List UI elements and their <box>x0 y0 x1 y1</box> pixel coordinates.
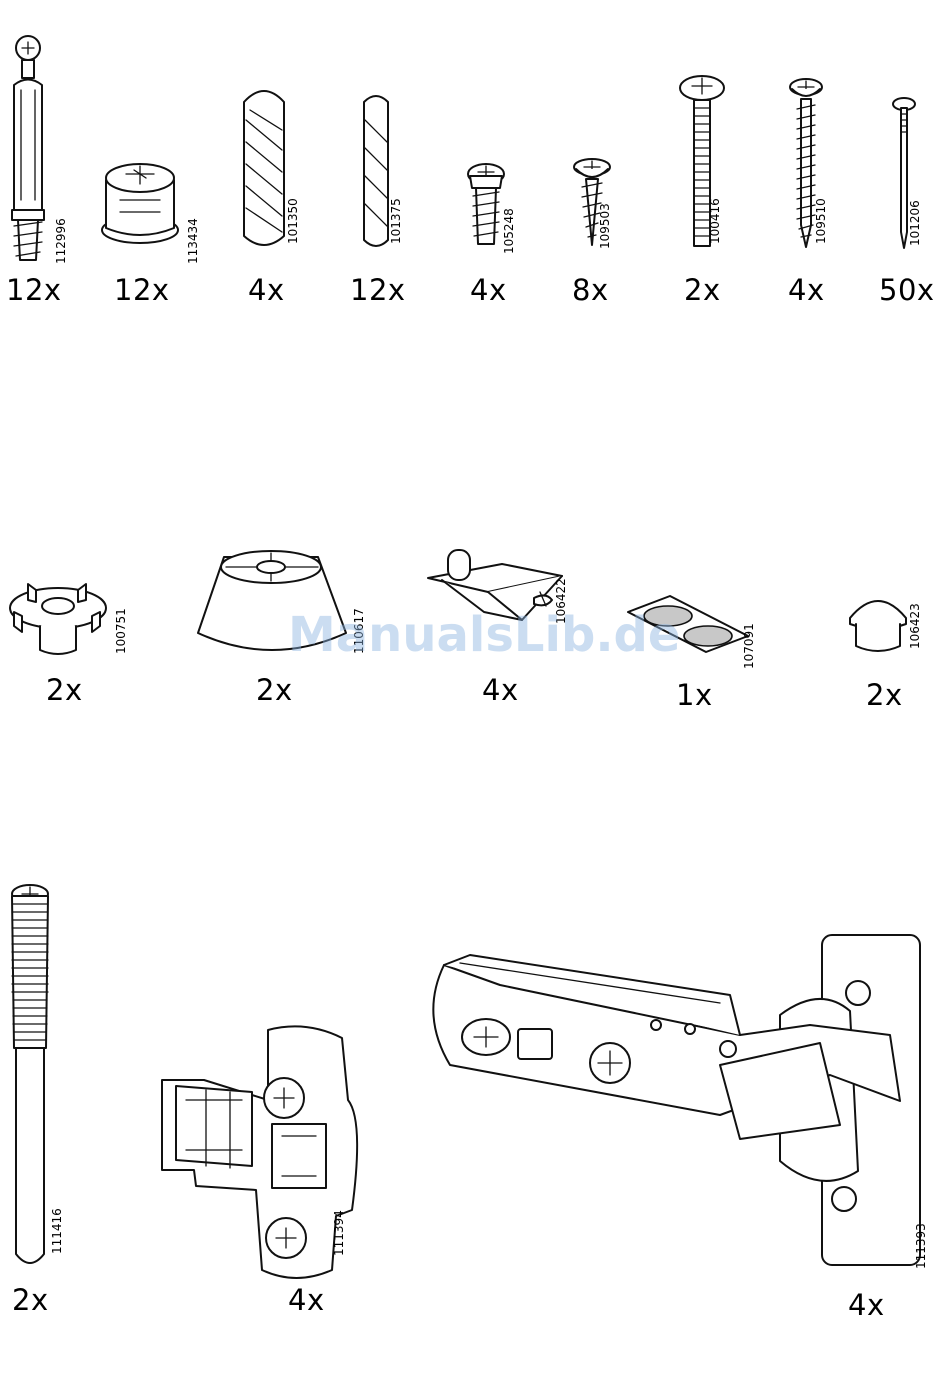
part-code: 111416 <box>50 1208 64 1254</box>
part-code: 109503 <box>598 203 612 249</box>
part-quantity: 2x <box>256 673 293 707</box>
part-code: 101350 <box>286 198 300 244</box>
part-code: 101206 <box>908 200 922 246</box>
part-quantity: 4x <box>482 673 519 707</box>
part-mounting-plate: 111394 4x <box>156 1020 376 1340</box>
part-nail: 101206 50x <box>876 92 950 310</box>
part-threaded-pin: 111416 2x <box>0 880 90 1340</box>
part-code: 112996 <box>54 218 68 264</box>
part-large-dowel: 101350 4x <box>236 80 316 310</box>
part-quantity: 4x <box>248 273 285 307</box>
part-quantity: 12x <box>114 273 170 307</box>
part-code: 109510 <box>814 198 828 244</box>
part-quantity: 4x <box>288 1283 325 1317</box>
t-nut-icon <box>0 560 120 660</box>
part-code: 100751 <box>114 608 128 654</box>
part-quantity: 1x <box>676 678 713 712</box>
part-code: 107091 <box>742 623 756 669</box>
part-quantity: 2x <box>12 1283 49 1317</box>
part-quantity: 4x <box>848 1288 885 1322</box>
part-long-wood-screw: 109510 4x <box>782 75 862 310</box>
part-code: 105248 <box>502 208 516 254</box>
part-small-dowel: 101375 12x <box>350 90 430 310</box>
hinge-icon <box>410 925 940 1275</box>
part-quantity: 4x <box>470 273 507 307</box>
part-code: 111393 <box>914 1223 928 1269</box>
part-cam-bolt: 112996 12x <box>0 30 80 310</box>
part-hinge: 111393 4x <box>410 925 950 1340</box>
part-code: 101375 <box>389 198 403 244</box>
part-euro-screw: 105248 4x <box>460 160 540 310</box>
machine-screw-icon <box>672 70 732 250</box>
watermark: ManualsLib.de <box>288 607 680 663</box>
part-code: 106423 <box>908 603 922 649</box>
part-code: 113434 <box>186 218 200 264</box>
part-quantity: 12x <box>350 273 406 307</box>
part-code: 100416 <box>708 198 722 244</box>
part-cover-cap: 106423 2x <box>840 590 950 720</box>
part-quantity: 50x <box>879 273 935 307</box>
part-quantity: 4x <box>788 273 825 307</box>
part-quantity: 2x <box>866 678 903 712</box>
part-quantity: 12x <box>6 273 62 307</box>
part-t-nut: 100751 2x <box>0 560 160 720</box>
part-machine-screw: 100416 2x <box>672 70 752 310</box>
cam-bolt-icon <box>0 30 80 260</box>
part-quantity: 2x <box>684 273 721 307</box>
part-cam-lock: 113434 12x <box>98 150 208 310</box>
part-quantity: 2x <box>46 673 83 707</box>
part-quantity: 8x <box>572 273 609 307</box>
part-short-wood-screw: 109503 8x <box>568 155 648 310</box>
part-code: 111394 <box>332 1210 346 1256</box>
